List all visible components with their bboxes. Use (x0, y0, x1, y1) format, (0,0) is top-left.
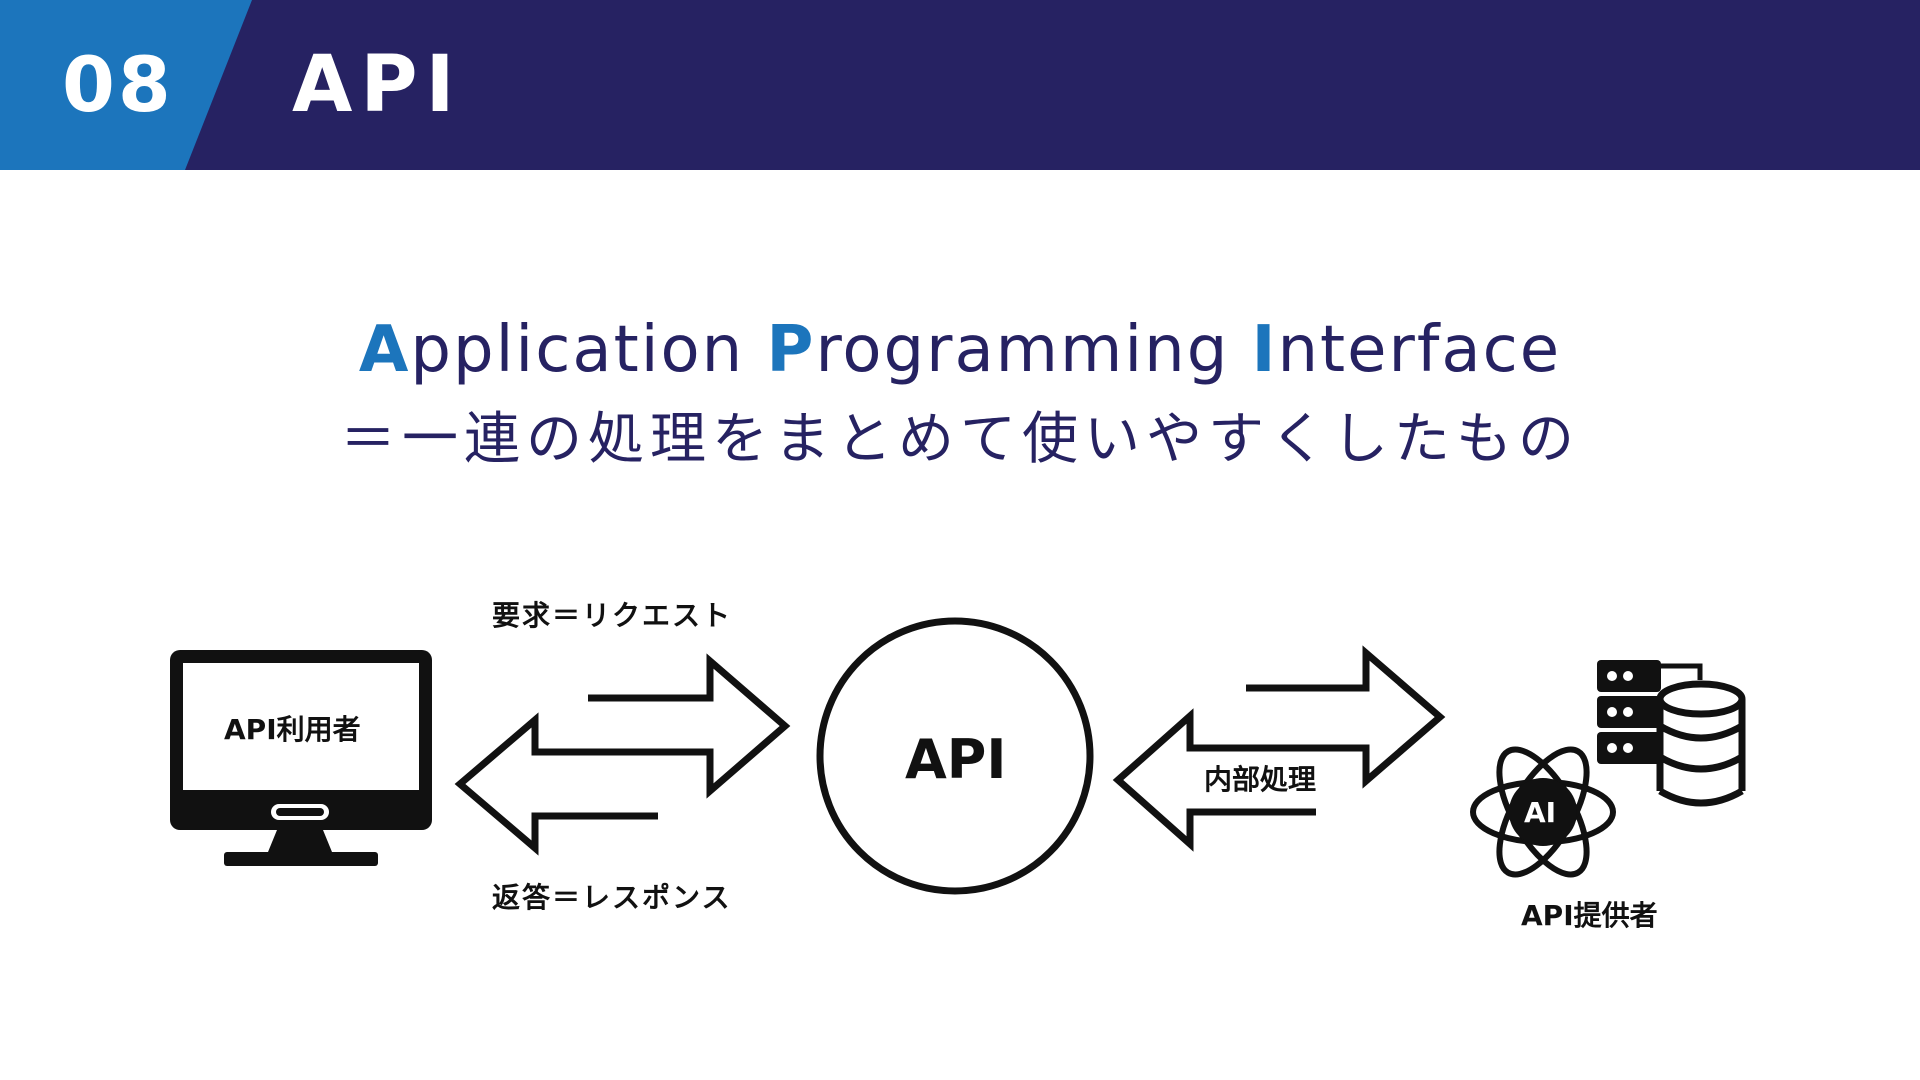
word-rest: pplication (410, 313, 745, 387)
api-provider-label: API提供者 (1521, 899, 1658, 932)
word-interface: Interface (1252, 313, 1561, 387)
initial-i: I (1251, 313, 1278, 387)
response-arrow-icon (454, 712, 710, 856)
word-application: Application (359, 313, 744, 387)
monitor-icon (170, 650, 432, 866)
request-label: 要求＝リクエスト (492, 599, 733, 632)
database-icon (1656, 680, 1746, 807)
diagram-graphics (170, 617, 1746, 895)
response-label: 返答＝レスポンス (492, 881, 732, 914)
header-bar: 08 API (0, 0, 1920, 170)
section-number: 08 (62, 40, 174, 129)
subtitle-english: Application Programming Interface (0, 310, 1920, 390)
section-number-background (0, 0, 252, 170)
word-rest: rogramming (815, 313, 1230, 387)
title-bar-background (0, 0, 1920, 170)
internal-processing-label: 内部処理 (1204, 763, 1317, 796)
ai-badge: AI (1524, 796, 1557, 829)
atom-icon (1470, 746, 1616, 878)
api-label: API (905, 728, 1007, 791)
api-diagram: API利用者 要求＝リクエスト 返答＝レスポンス API 内部処理 AI API… (0, 560, 1920, 960)
initial-a: A (358, 313, 411, 387)
word-rest: nterface (1277, 313, 1562, 387)
internal-arrow-left-icon (1112, 708, 1366, 852)
api-circle (816, 617, 1094, 895)
page-title: API (292, 40, 463, 130)
subtitle-japanese: ＝一連の処理をまとめて使いやすくしたもの (340, 407, 1580, 472)
server-icon (1597, 660, 1703, 764)
request-arrow-icon (588, 653, 791, 799)
initial-p: P (766, 313, 816, 387)
word-programming: Programming (767, 313, 1230, 387)
header-background (0, 0, 1920, 170)
api-user-label: API利用者 (224, 713, 361, 746)
